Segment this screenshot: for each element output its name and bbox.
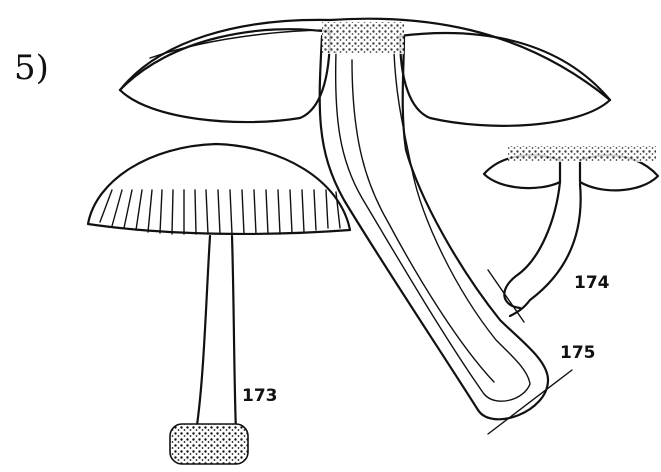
cap-175-left bbox=[120, 29, 330, 122]
mushroom-173 bbox=[88, 144, 350, 464]
label-175: 175 bbox=[560, 343, 596, 363]
cap-174-texture bbox=[508, 146, 656, 162]
stem-174 bbox=[504, 182, 580, 316]
label-173: 173 bbox=[242, 386, 278, 406]
stem-175-apex-texture bbox=[322, 22, 404, 54]
corner-mark: 5) bbox=[14, 48, 49, 88]
cap-175-right bbox=[400, 33, 610, 126]
mushroom-174 bbox=[484, 146, 658, 322]
label-174: 174 bbox=[574, 273, 610, 293]
section-line-175 bbox=[488, 370, 572, 434]
stem-173 bbox=[196, 236, 236, 432]
section-line-174 bbox=[488, 270, 524, 322]
stem-173-base bbox=[170, 424, 248, 464]
